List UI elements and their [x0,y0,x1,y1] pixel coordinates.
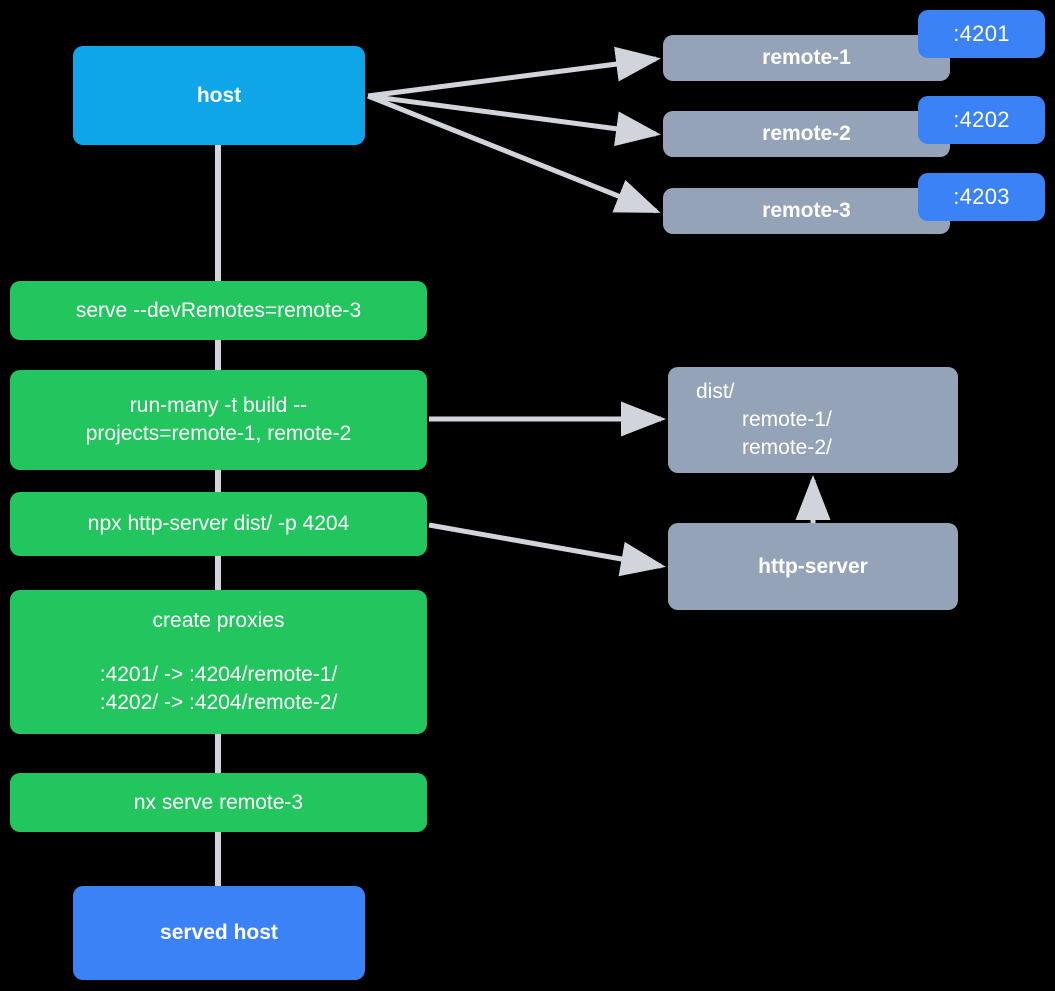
node-served-host-label: served host [160,921,278,945]
command-create-proxies-title: create proxies [152,609,285,633]
command-npx-http-server[interactable]: npx http-server dist/ -p 4204 [10,492,427,556]
port-badge-remote-2[interactable]: :4202 [918,96,1045,144]
port-badge-remote-1[interactable]: :4201 [918,10,1045,58]
node-dist-folder-remote-1: remote-1/ [742,408,832,432]
command-create-proxies-mapping-2: :4202/ -> :4204/remote-2/ [99,690,338,714]
edge-host-to-remote-1 [367,46,661,99]
edge-host-to-remote-3 [367,93,661,214]
command-serve-devremotes[interactable]: serve --devRemotes=remote-3 [10,281,427,340]
node-host[interactable]: host [73,46,365,145]
port-badge-remote-3[interactable]: :4203 [918,173,1045,221]
command-create-proxies-mapping-1: :4201/ -> :4204/remote-1/ [99,663,338,687]
command-serve-devremotes-line-1: serve --devRemotes=remote-3 [75,298,362,322]
node-dist-folder[interactable]: dist/ remote-1/ remote-2/ [668,367,958,473]
node-dist-folder-remote-2: remote-2/ [742,435,832,459]
command-create-proxies[interactable]: create proxies :4201/ -> :4204/remote-1/… [10,590,427,734]
command-run-many-build[interactable]: run-many -t build -- projects=remote-1, … [10,370,427,470]
command-run-many-build-line-1: run-many -t build -- [129,394,308,418]
command-nx-serve-remote-3-line-1: nx serve remote-3 [133,790,304,814]
command-run-many-build-line-2: projects=remote-1, remote-2 [85,422,352,445]
port-badge-remote-3-label: :4203 [953,184,1010,209]
node-http-server[interactable]: http-server [668,523,958,610]
node-remote-2-label: remote-2 [762,122,851,146]
edge-host-to-remote-2 [367,93,661,147]
node-remote-3[interactable]: remote-3 [663,188,950,234]
node-dist-folder-root: dist/ [696,380,735,404]
node-remote-3-label: remote-3 [762,199,851,223]
node-remote-2[interactable]: remote-2 [663,111,950,157]
port-badge-remote-1-label: :4201 [953,21,1010,46]
command-nx-serve-remote-3[interactable]: nx serve remote-3 [10,773,427,832]
command-npx-http-server-line-1: npx http-server dist/ -p 4204 [87,512,350,536]
port-badge-remote-2-label: :4202 [953,107,1010,132]
node-host-label: host [196,83,242,107]
node-remote-1-label: remote-1 [762,46,851,70]
node-remote-1[interactable]: remote-1 [663,35,950,81]
edge-npx-to-httpserver [428,522,666,577]
node-http-server-label: http-server [758,554,868,578]
node-served-host[interactable]: served host [73,886,365,980]
